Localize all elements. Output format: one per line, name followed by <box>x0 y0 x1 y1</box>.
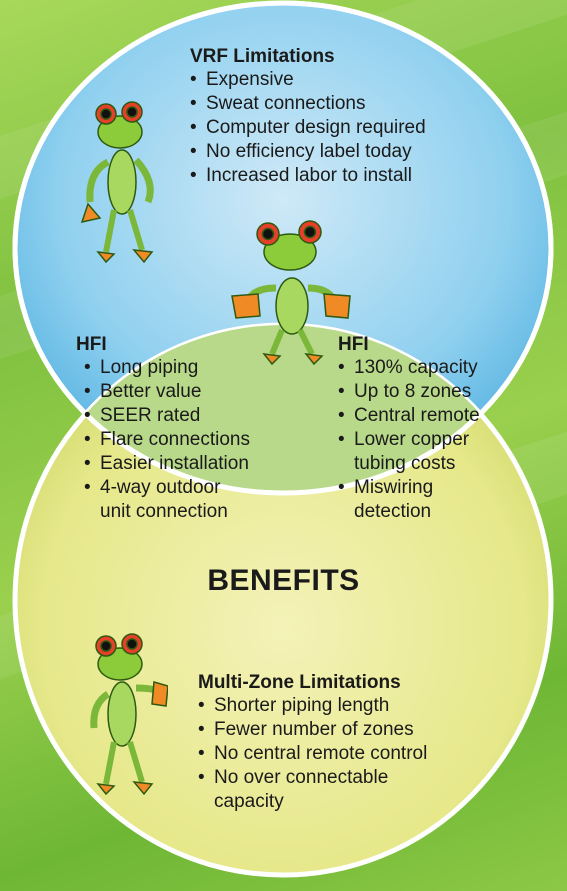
multizone-list: Shorter piping length Fewer number of zo… <box>198 694 427 814</box>
multizone-section: Multi-Zone Limitations Shorter piping le… <box>198 672 427 814</box>
list-item-continuation: detection <box>354 501 432 522</box>
vrf-circle-outline <box>12 0 554 496</box>
hfi-right-section: HFI 130% capacity Up to 8 zones Central … <box>338 334 480 524</box>
list-item: Central remote <box>338 404 480 428</box>
multizone-heading: Multi-Zone Limitations <box>198 672 401 693</box>
list-item: Lower copper <box>338 428 480 452</box>
list-item: No over connectable <box>198 766 427 790</box>
list-item: No efficiency label today <box>190 140 426 164</box>
hfi-left-heading: HFI <box>76 334 107 355</box>
frog-thumbs-up-icon <box>231 220 351 366</box>
list-item: Expensive <box>190 68 426 92</box>
list-item: Miswiring <box>338 476 480 500</box>
list-item: Long piping <box>84 356 250 380</box>
list-item-continuation: capacity <box>214 791 284 812</box>
list-item-continuation: unit connection <box>100 501 228 522</box>
hfi-left-section: HFI Long piping Better value SEER rated … <box>76 334 250 524</box>
list-item: Computer design required <box>190 116 426 140</box>
list-item: 130% capacity <box>338 356 480 380</box>
vrf-heading: VRF Limitations <box>190 46 335 67</box>
vrf-section: VRF Limitations Expensive Sweat connecti… <box>190 46 426 188</box>
list-item: Sweat connections <box>190 92 426 116</box>
hfi-left-list: Long piping Better value SEER rated Flar… <box>84 356 250 524</box>
list-item: Increased labor to install <box>190 164 426 188</box>
frog-pointing-icon <box>90 633 168 796</box>
hfi-right-list: 130% capacity Up to 8 zones Central remo… <box>338 356 480 524</box>
list-item-continuation: tubing costs <box>354 453 456 474</box>
list-item: SEER rated <box>84 404 250 428</box>
hfi-right-heading: HFI <box>338 334 369 355</box>
list-item: Up to 8 zones <box>338 380 480 404</box>
benefits-label: BENEFITS <box>207 564 360 597</box>
list-item: Flare connections <box>84 428 250 452</box>
frog-pointing-icon <box>80 101 154 264</box>
list-item: 4-way outdoor <box>84 476 250 500</box>
list-item: Better value <box>84 380 250 404</box>
list-item: Easier installation <box>84 452 250 476</box>
list-item: Fewer number of zones <box>198 718 427 742</box>
list-item: No central remote control <box>198 742 427 766</box>
list-item: Shorter piping length <box>198 694 427 718</box>
vrf-list: Expensive Sweat connections Computer des… <box>190 68 426 188</box>
